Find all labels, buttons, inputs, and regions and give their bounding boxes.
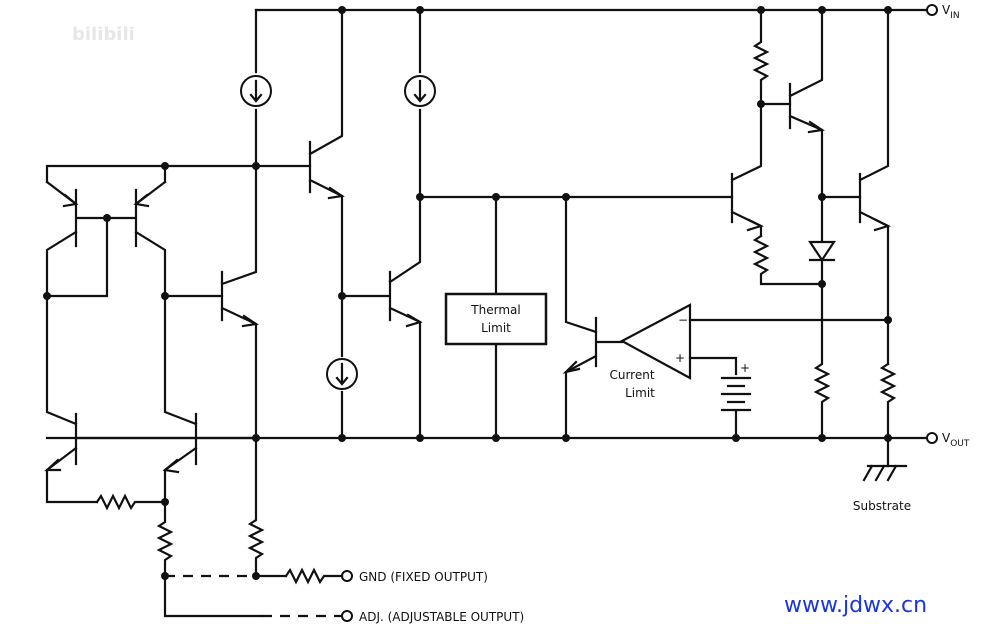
transistor-q10 [730,102,763,238]
resistor-r-bottom-left [95,493,167,511]
resistor-r-top [752,8,792,106]
resistor-r-adj [156,500,264,618]
transistor-q7 [340,195,422,440]
current-source-1 [240,75,272,107]
thermal-limit-line1: Thermal [470,303,520,317]
q6-emitter-arrow [327,186,345,200]
substrate-ground [862,464,908,482]
vout-label: VOUT [942,431,970,449]
adj-terminal [341,610,353,622]
substrate-label: Substrate [853,499,911,513]
junction-dots [43,6,892,580]
q2-emitter-arrow [133,193,150,208]
transistor-q3 [45,412,258,504]
diode [807,240,837,262]
thermal-limit-block [444,292,548,346]
transistor-q2 [105,180,167,298]
current-limit-line2: Limit [625,386,655,400]
q4-emitter-arrow [162,458,180,474]
current-limit-line1: Current [609,368,654,382]
wire-opamp-plus [688,356,738,440]
resistor-r-gnd [247,436,288,578]
resistor-r-mid [813,282,831,440]
site-watermark: www.jdwx.cn [784,593,927,618]
transistor-q4 [163,412,198,504]
current-source-2 [404,75,436,107]
current-source-2-arrow [413,79,427,103]
wire-left-column [45,294,78,426]
transistor-q6 [308,8,344,298]
vin-terminal [926,4,938,16]
vin-label: VIN [942,3,960,21]
thermal-limit-line2: Limit [481,321,511,335]
q10-emitter-arrow [746,218,764,232]
adj-label: ADJ. (ADJUSTABLE OUTPUT) [359,610,524,624]
q11-emitter-arrow [873,218,891,232]
vout-terminal [926,432,938,444]
reference-battery [720,376,752,412]
q9-emitter-arrow [807,120,825,134]
transistor-q1 [45,180,109,298]
q8-emitter-arrow [562,360,581,374]
gnd-label: GND (FIXED OUTPUT) [359,570,488,584]
resistor-r-q10 [752,234,824,286]
wire-mirror-bias [45,216,109,298]
current-source-1-arrow [249,79,263,103]
current-source-3-arrow [335,362,349,386]
battery-plus: + [740,361,750,375]
wire-cl-column [163,294,224,426]
opamp-minus: − [678,313,688,327]
transistor-q9 [788,8,824,199]
resistor-r-out [879,362,897,468]
transistor-q5 [220,164,258,440]
resistor-r-gnd-out [284,567,344,585]
transistor-q11 [858,8,890,366]
q1-emitter-arrow [62,193,79,208]
current-limit-opamp [619,303,692,380]
current-source-3 [326,358,358,390]
q7-emitter-arrow [405,313,423,328]
bilibili-watermark: bilibili [72,24,135,45]
q5-emitter-arrow [241,314,259,328]
wire-bus-197 [418,195,734,440]
wire-node-166 [45,164,312,184]
opamp-plus: + [675,351,685,365]
wire-diode [820,195,862,286]
gnd-terminal [341,570,353,582]
q3-emitter-arrow [44,458,62,472]
